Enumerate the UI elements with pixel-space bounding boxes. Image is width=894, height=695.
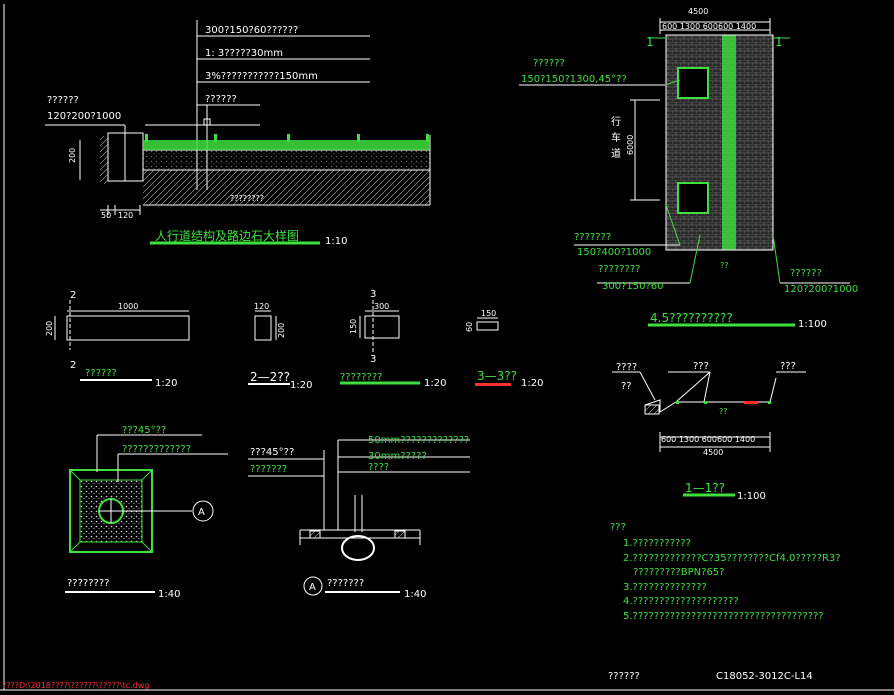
pit-marker: A — [198, 507, 205, 518]
section-scale: 1:10 — [325, 236, 347, 247]
plan-curb-name: ?????? — [790, 268, 822, 279]
plan-dim-6000: 6000 — [626, 135, 635, 155]
tsec-marker: A — [309, 582, 316, 593]
callout-mortar: 1: 3?????30mm — [205, 48, 283, 59]
note-2: 2.?????????????C?35????????Cf4.0?????R3? — [623, 553, 841, 564]
s11-label-3: ??? — [693, 361, 709, 372]
detail4-width: 150 — [481, 309, 496, 318]
detail3-height: 150 — [349, 319, 358, 334]
notes-heading: ??? — [610, 522, 626, 533]
curb-detail-2: 120 200 2—2?? 1:20 — [248, 302, 312, 391]
s11-dims: 600 1300 600600 1400 — [661, 435, 755, 444]
detail1-scale: 1:20 — [155, 378, 177, 389]
detail3-cut-bottom: 3 — [370, 354, 376, 365]
tsec-right-3: ???? — [368, 462, 389, 473]
tsec-title: ??????? — [327, 578, 364, 589]
plan-total-dim: 4500 — [688, 7, 708, 16]
detail2-scale: 1:20 — [290, 380, 312, 391]
section-marker-right: 1 — [775, 35, 783, 49]
detail3-title: ???????? — [340, 372, 382, 383]
pit-title: ???????? — [67, 578, 109, 589]
tsec-right-1: 50mm????????????? — [368, 435, 469, 446]
drawing-number: C18052-3012C-L14 — [716, 671, 813, 682]
detail3-scale: 1:20 — [424, 378, 446, 389]
tree-pit-plan: ???45°?? ????????????? A ???????? 1:40 — [65, 425, 228, 600]
tree-pit-section: ???45°?? ??????? 50mm????????????? 30mm?… — [248, 435, 470, 600]
detail2-title: 2—2?? — [250, 370, 290, 384]
note-4: 4.???????????????????? — [623, 596, 739, 607]
pit-callout-2: ????????????? — [122, 444, 191, 455]
drawing-frame — [0, 4, 894, 691]
plan-bottom-mid: ?? — [720, 261, 729, 270]
detail4-title: 3—3?? — [477, 369, 517, 383]
road-label-3: 道 — [611, 147, 621, 160]
tsec-scale: 1:40 — [404, 589, 426, 600]
road-label-2: 车 — [611, 131, 621, 144]
tsec-callout-2: ??????? — [250, 464, 287, 475]
s11-mid: ?? — [719, 407, 728, 416]
curb-detail-4: 150 60 3—3?? 1:20 — [465, 309, 543, 389]
note-2b: ?????????BPN?65? — [633, 567, 724, 578]
dim-50: 50 — [101, 211, 111, 220]
curb-detail-3: 3 300 150 3 ???????? 1:20 — [340, 289, 446, 389]
tree-callout-name: ?????? — [533, 58, 565, 69]
detail1-cut-top: 2 — [70, 290, 76, 301]
callout-subgrade: ?????? — [205, 94, 237, 105]
detail1-length: 1000 — [118, 302, 138, 311]
detail4-scale: 1:20 — [521, 378, 543, 389]
callout-base: 3%???????????150mm — [205, 71, 318, 82]
pit-callout-1: ???45°?? — [122, 425, 166, 436]
note-5: 5.???????????????????????????????????? — [623, 611, 824, 622]
tsec-right-2: 30mm????? — [368, 451, 427, 462]
plan-callout-paver: ???????? — [598, 264, 640, 275]
note-3: 3.?????????????? — [623, 582, 707, 593]
s11-label-2: ?? — [621, 381, 632, 392]
dim-200: 200 — [68, 148, 77, 163]
s11-label-4: ??? — [780, 361, 796, 372]
file-path: ????D:\2018????\??????\?????\tc.dwg — [2, 681, 149, 690]
notes-block: ??? 1.??????????? 2.?????????????C?35???… — [610, 522, 841, 622]
title-block: ?????? C18052-3012C-L14 ????D:\2018????\… — [2, 671, 813, 690]
detail2-width: 120 — [254, 302, 269, 311]
detail1-title: ?????? — [85, 368, 117, 379]
detail3-width: 300 — [374, 302, 389, 311]
plan-curb-size: 120?200?1000 — [784, 284, 858, 295]
plan-callout-grate: ??????? — [574, 232, 611, 243]
plan-callout-grate-size: 150?400?1000 — [577, 247, 651, 258]
callout-paver: 300?150?60?????? — [205, 25, 298, 36]
note-1: 1.??????????? — [623, 538, 691, 549]
pavement-section: 300?150?60?????? 1: 3?????30mm 3%???????… — [45, 20, 431, 247]
detail2-height: 200 — [277, 323, 286, 338]
footer-left-label: ?????? — [608, 671, 640, 682]
detail1-cut-bottom: 2 — [70, 360, 76, 371]
plan-scale: 1:100 — [798, 319, 827, 330]
section-1-1: ???? ?? ??? ??? ?? 600 1300 600600 1400 … — [612, 361, 806, 502]
ground-text: ???????? — [230, 194, 264, 203]
s11-title: 1—1?? — [685, 481, 725, 495]
tsec-callout-1: ???45°?? — [250, 447, 294, 458]
section-title: 人行道结构及路边石大样图 — [155, 228, 299, 243]
curb-detail-1: 2 1000 200 2 ?????? 1:20 — [45, 290, 190, 389]
plan-top-dims: 600 1300 600600 1400 — [662, 22, 756, 31]
dim-120: 120 — [118, 211, 133, 220]
tree-callout-size: 150?150?1300,45°?? — [521, 74, 627, 85]
section-marker-left: 1 — [646, 35, 654, 49]
curb-label-name: ?????? — [47, 95, 79, 106]
sidewalk-plan: 4500 600 1300 600600 1400 1 1 ?????? 150… — [519, 7, 858, 330]
detail1-height: 200 — [45, 321, 54, 336]
s11-total: 4500 — [703, 448, 723, 457]
road-label-1: 行 — [611, 115, 621, 128]
s11-label-1: ???? — [616, 362, 637, 373]
curb-label-size: 120?200?1000 — [47, 111, 121, 122]
detail3-cut-top: 3 — [370, 289, 376, 300]
s11-scale: 1:100 — [737, 491, 766, 502]
plan-title: 4.5?????????? — [650, 311, 733, 325]
plan-callout-paver-size: 300?150?60 — [602, 281, 664, 292]
detail4-height: 60 — [465, 322, 474, 332]
pit-scale: 1:40 — [158, 589, 180, 600]
